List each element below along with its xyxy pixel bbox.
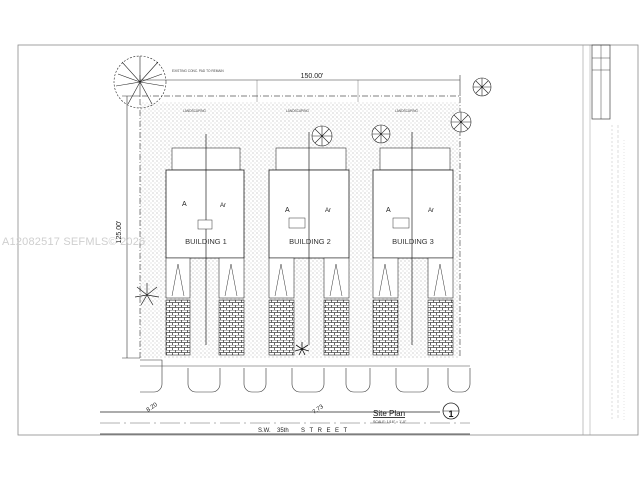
- width-dimension-label: 150.00': [301, 73, 324, 80]
- property-line: [139, 95, 461, 358]
- street-prefix: S.W.: [258, 428, 271, 434]
- depth-dimension-label: 125.00': [116, 221, 123, 244]
- building-2-unit-a: A: [285, 207, 290, 214]
- street-name: 35th: [277, 428, 289, 434]
- depth-dimension: [122, 95, 140, 359]
- street-suffix: STREET: [301, 428, 352, 434]
- building-3-unit-b: Ar: [428, 208, 434, 214]
- tree-mid-3: [450, 111, 472, 133]
- listing-watermark: A12082517 SEFMLS© 2026: [2, 236, 146, 248]
- building-1: [165, 134, 245, 356]
- svg-text:LANDSCAPING: LANDSCAPING: [183, 109, 206, 113]
- tree-mid-1: [311, 125, 333, 147]
- drawing-scale: SCALE: 1/16" = 1'-0": [373, 420, 407, 424]
- title-block-strip: [582, 44, 625, 435]
- building-3-label: BUILDING 3: [392, 237, 434, 246]
- curb-cuts: [140, 359, 471, 393]
- svg-text:LANDSCAPING: LANDSCAPING: [286, 109, 309, 113]
- building-1-unit-b: Ar: [220, 203, 226, 209]
- palm-tree-center: [294, 342, 310, 356]
- plan-small-labels: EXISTING CONC. PAD TO REMAIN LANDSCAPING…: [172, 69, 418, 113]
- building-1-label: BUILDING 1: [185, 237, 227, 246]
- building-1-unit-a: A: [182, 201, 187, 208]
- tree-mid-2: [371, 124, 391, 144]
- building-2: [268, 132, 350, 356]
- drawing-number-marker: [442, 402, 460, 420]
- building-3: [372, 132, 454, 356]
- street-right-dimension: 7.73: [312, 404, 326, 416]
- building-2-label: BUILDING 2: [289, 237, 331, 246]
- drawing-title: Site Plan: [373, 409, 405, 418]
- street: [100, 411, 470, 435]
- building-2-unit-b: Ar: [325, 208, 331, 214]
- drawing-number: 1: [448, 409, 453, 419]
- svg-text:EXISTING CONC. PAD TO REMAI: EXISTING CONC. PAD TO REMAIN: [172, 69, 224, 73]
- svg-text:LANDSCAPING: LANDSCAPING: [395, 109, 418, 113]
- tree-large: [113, 55, 167, 109]
- palm-tree-left: [134, 283, 160, 306]
- sheet-border: [17, 44, 639, 436]
- street-left-dimension: 8.20: [146, 402, 160, 414]
- building-3-unit-a: A: [386, 207, 391, 214]
- tree-top-right: [472, 77, 492, 97]
